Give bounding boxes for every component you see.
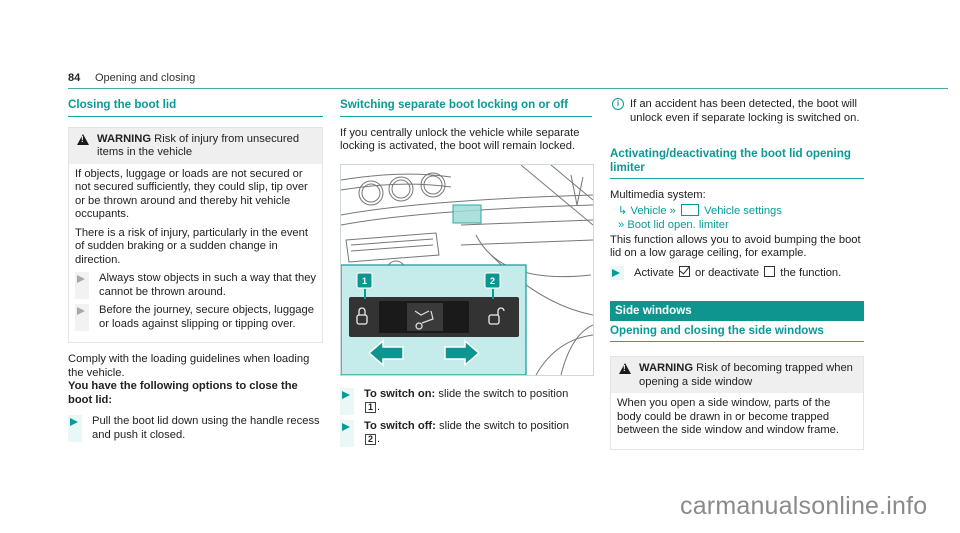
warning-paragraph: There is a risk of injury, particularly … bbox=[75, 226, 308, 266]
heading-side-windows: Opening and closing the side windows bbox=[610, 324, 864, 342]
callout-1-label: 1 bbox=[362, 276, 367, 286]
warning-body: If objects, luggage or loads are not sec… bbox=[69, 164, 322, 343]
step-arrow-icon bbox=[68, 415, 82, 442]
checkbox-unchecked-icon bbox=[764, 265, 776, 277]
step-arrow-icon bbox=[75, 304, 89, 331]
position-badge: 1 bbox=[365, 402, 377, 413]
warning-title: Risk of injury from unsecured items in t… bbox=[97, 132, 300, 159]
column-2: Switching separate boot locking on or of… bbox=[340, 98, 594, 452]
heading-closing-boot-lid: Closing the boot lid bbox=[68, 98, 323, 117]
dashboard-drawing: 1 2 bbox=[341, 164, 593, 375]
warning-step: Always stow objects in such a way that t… bbox=[75, 272, 316, 299]
warning-label: WARNING bbox=[639, 362, 694, 374]
warning-label: WARNING bbox=[97, 132, 152, 145]
menu-item-vehicle: Vehicle bbox=[630, 204, 667, 217]
vehicle-settings-icon bbox=[681, 203, 700, 216]
menu-path: ↳ Vehicle » Vehicle settings » Boot lid … bbox=[610, 203, 864, 233]
callout-2-label: 2 bbox=[490, 276, 495, 286]
warning-body: When you open a side window, parts of th… bbox=[617, 397, 840, 436]
section-bar-side-windows: Side windows bbox=[610, 301, 864, 321]
callout-1 bbox=[356, 272, 373, 288]
column-1: Closing the boot lid WARNING Risk of inj… bbox=[68, 98, 323, 447]
description-text: This function allows you to avoid bumpin… bbox=[610, 233, 861, 260]
warning-header: WARNING Risk of injury from unsecured it… bbox=[69, 127, 322, 164]
warning-triangle-icon bbox=[619, 363, 631, 374]
instruction-step: Activate or deactivate the function. bbox=[610, 265, 864, 280]
warning-paragraph: If objects, luggage or loads are not sec… bbox=[75, 167, 308, 221]
double-chevron-icon: » bbox=[669, 204, 676, 217]
warning-title: Risk of becoming trapped when opening a … bbox=[639, 362, 853, 388]
instruction-step: Pull the boot lid down using the handle … bbox=[68, 415, 323, 442]
heading-separate-boot-locking: Switching separate boot locking on or of… bbox=[340, 98, 592, 117]
menu-item-vehicle-settings: Vehicle settings bbox=[704, 204, 782, 217]
unlocked-icon bbox=[488, 306, 505, 325]
watermark: carmanualsonline.info bbox=[680, 492, 928, 520]
warning-step: Before the journey, secure objects, lugg… bbox=[75, 304, 316, 331]
menu-item-boot-lid-limiter: Boot lid open. limiter bbox=[627, 219, 729, 231]
info-note: i If an accident has been detected, the … bbox=[610, 98, 864, 125]
step-arrow-icon bbox=[610, 265, 624, 280]
instruction-step-switch-off: To switch off: slide the switch to posit… bbox=[340, 419, 592, 447]
options-heading: You have the following options to close … bbox=[68, 380, 298, 406]
instruction-step-switch-on: To switch on: slide the switch to positi… bbox=[340, 387, 592, 415]
locked-icon bbox=[356, 306, 368, 325]
switch-illustration: 1 2 bbox=[340, 163, 594, 376]
intro-text: If you centrally unlock the vehicle whil… bbox=[340, 126, 580, 153]
position-badge: 2 bbox=[365, 434, 377, 445]
warning-triangle-icon bbox=[77, 133, 89, 145]
step-arrow-icon bbox=[75, 272, 89, 299]
step-arrow-icon bbox=[340, 419, 354, 447]
column-3: i If an accident has been detected, the … bbox=[610, 98, 864, 460]
checkbox-checked-icon bbox=[678, 265, 690, 277]
callout-2 bbox=[484, 272, 501, 288]
heading-opening-limiter: Activating/deactivating the boot lid ope… bbox=[610, 147, 864, 179]
arrow-right-icon bbox=[444, 338, 481, 367]
warning-header: WARNING Risk of becoming trapped when op… bbox=[611, 357, 863, 393]
warning-box: WARNING Risk of becoming trapped when op… bbox=[610, 356, 864, 450]
boot-lid-icon bbox=[414, 309, 434, 330]
loading-guidelines-text: Comply with the loading guidelines when … bbox=[68, 353, 310, 379]
menu-entry-arrow-icon: ↳ bbox=[618, 204, 628, 217]
info-icon: i bbox=[612, 98, 624, 110]
arrow-left-icon bbox=[367, 338, 404, 367]
step-arrow-icon bbox=[340, 387, 354, 415]
page-number: 84 bbox=[68, 72, 81, 84]
page-header: 84 Opening and closing bbox=[68, 70, 948, 89]
menu-label: Multimedia system: bbox=[610, 189, 706, 201]
warning-box: WARNING Risk of injury from unsecured it… bbox=[68, 126, 323, 343]
section-title: Opening and closing bbox=[95, 72, 196, 84]
double-chevron-icon: » bbox=[618, 219, 625, 231]
